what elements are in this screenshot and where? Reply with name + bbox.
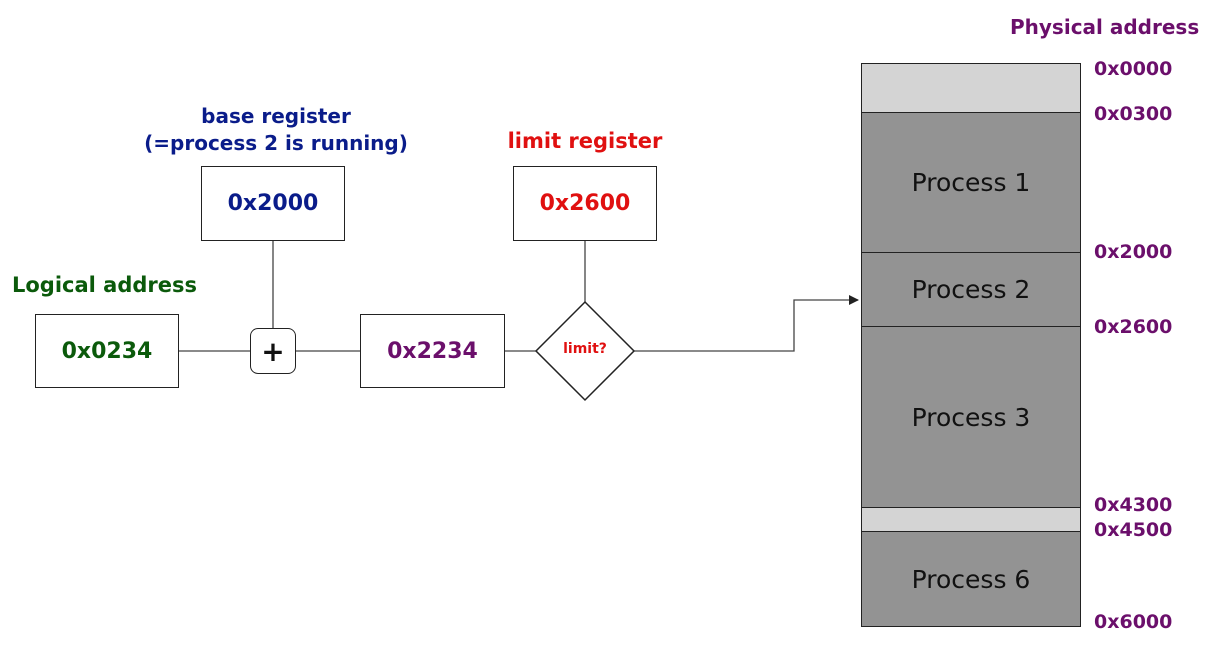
limit-check-diamond <box>534 300 636 402</box>
base-register-label: base register <box>201 104 351 128</box>
adder-plus-icon: + <box>250 328 296 374</box>
base-register-box: 0x2000 <box>201 166 345 241</box>
memory-segment-process-2: Process 2 <box>861 252 1081 327</box>
limit-register-box: 0x2600 <box>513 166 657 241</box>
physical-address-0x4500: 0x4500 <box>1094 519 1173 541</box>
physical-address-0x6000: 0x6000 <box>1094 611 1173 633</box>
physical-address-label: Physical address <box>1010 15 1200 39</box>
physical-address-0x2000: 0x2000 <box>1094 241 1173 263</box>
base-register-note: (=process 2 is running) <box>144 131 408 155</box>
limit-register-label: limit register <box>507 129 663 153</box>
memory-segment-process-1: Process 1 <box>861 112 1081 253</box>
memory-segment-process-6: Process 6 <box>861 531 1081 627</box>
sum-address-box: 0x2234 <box>360 314 505 388</box>
memory-segment-free <box>861 63 1081 113</box>
memory-segment-process-3: Process 3 <box>861 326 1081 508</box>
physical-address-0x2600: 0x2600 <box>1094 316 1173 338</box>
physical-address-0x0300: 0x0300 <box>1094 103 1173 125</box>
limit-check-label: limit? <box>563 341 607 357</box>
physical-address-0x0000: 0x0000 <box>1094 58 1173 80</box>
arrow-to-memory <box>634 295 859 352</box>
logical-address-label: Logical address <box>12 273 198 297</box>
logical-address-box: 0x0234 <box>35 314 179 388</box>
memory-segment-free <box>861 507 1081 532</box>
physical-address-0x4300: 0x4300 <box>1094 494 1173 516</box>
